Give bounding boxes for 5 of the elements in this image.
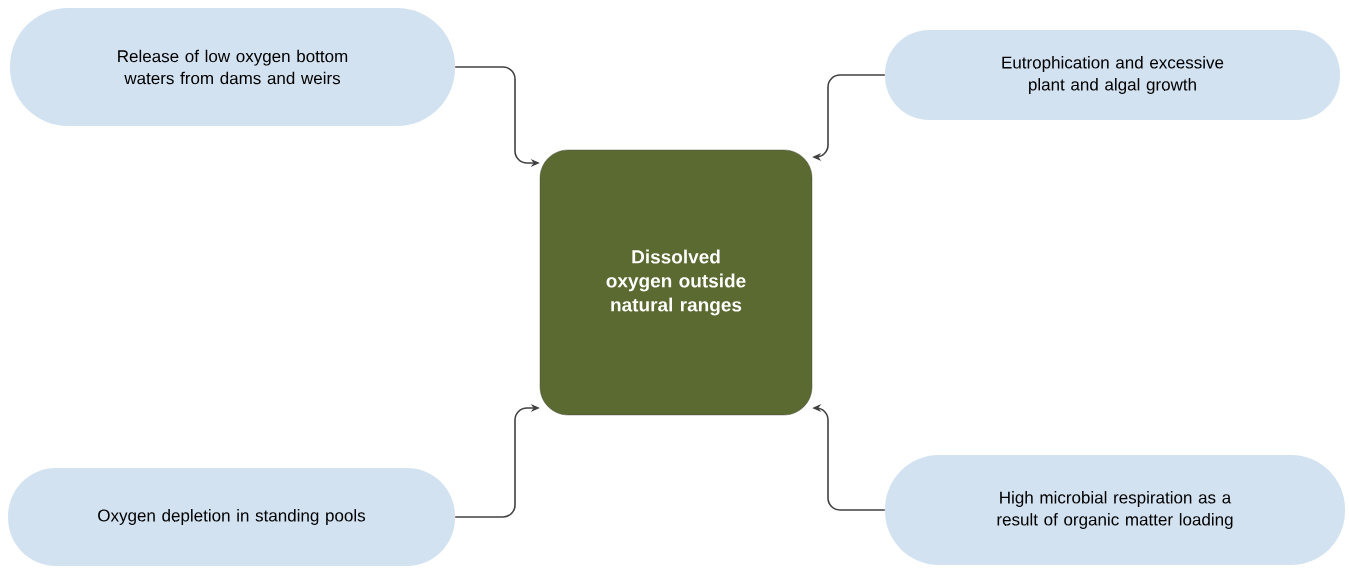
cause-pill: Oxygen depletion in standing pools — [8, 468, 455, 566]
cause-pill: High microbial respiration as a result of organic matter loading — [885, 455, 1345, 565]
cause-pill: Eutrophication and excessive plant and algal growth — [885, 30, 1340, 120]
cause-pill: Release of low oxygen bottom waters from dams and weirs — [10, 8, 455, 126]
effect-box: Dissolved oxygen outside natural ranges — [539, 149, 813, 416]
